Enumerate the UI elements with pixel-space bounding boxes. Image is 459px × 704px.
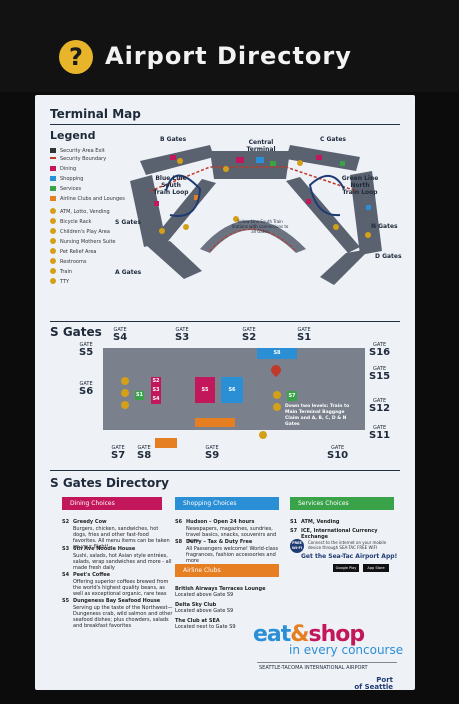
legend-item: Bicycle Rack — [50, 218, 91, 225]
train-icon — [273, 403, 281, 411]
restroom-icon — [121, 377, 129, 385]
wifi-icon: FREE Wi-Fi — [290, 539, 304, 553]
badge-s7: S7 — [287, 391, 297, 401]
security-exit-icon — [50, 148, 56, 153]
badge-s4: S4 — [151, 395, 161, 404]
map-label-b-gates: B Gates — [160, 136, 187, 143]
divider — [50, 470, 400, 471]
map-label-green-line: Green Line North Train Loop — [341, 175, 379, 196]
s-gates-title: S Gates — [50, 325, 102, 339]
map-label-d-gates: D Gates — [375, 253, 402, 260]
app-promo-text: Get the Sea-Tac Airport App! — [301, 553, 398, 560]
page-title: Airport Directory — [105, 42, 352, 70]
security-boundary-icon — [50, 157, 56, 159]
map-label-s-gates: S Gates — [115, 219, 141, 226]
legend-item: Shopping — [50, 176, 83, 182]
badge-s5: S5 — [195, 377, 215, 403]
header-bar: ? Airport Directory — [0, 0, 459, 92]
bicycle-icon — [50, 218, 56, 224]
legend-item: Nursing Mothers Suite — [50, 238, 116, 245]
atm-icon — [259, 431, 267, 439]
clubs-swatch-icon — [50, 196, 56, 201]
nursing-icon — [50, 238, 56, 244]
restroom-icon — [50, 258, 56, 264]
map-label-blue-line: Blue Line South Train Loop — [153, 175, 189, 196]
legend-item: Security Area Exit — [50, 148, 105, 154]
divider — [50, 124, 400, 125]
divider — [50, 321, 400, 322]
tty-icon — [50, 278, 56, 284]
badge-s3: S3 — [151, 386, 161, 395]
directory-panel: Terminal Map Legend Security Area Exit S… — [35, 95, 415, 691]
services-choices-header: Services Choices — [290, 497, 394, 510]
divider — [257, 662, 397, 663]
legend-item: Train — [50, 268, 72, 275]
pet-relief-icon — [50, 248, 56, 254]
badge-s6: S6 — [221, 377, 243, 403]
lounge-marker — [195, 418, 235, 427]
dining-swatch-icon — [50, 166, 56, 171]
terminal-map-title: Terminal Map — [50, 107, 141, 121]
atm-icon — [50, 208, 56, 214]
legend-item: Restrooms — [50, 258, 86, 265]
google-play-badge[interactable]: Google Play — [333, 564, 359, 572]
airport-name: SEATTLE-TACOMA INTERNATIONAL AIRPORT — [259, 665, 368, 671]
train-down-note: Down two levels: Train to Main Terminal … — [285, 404, 350, 427]
club-marker — [155, 438, 177, 448]
pet-relief-icon — [121, 401, 129, 409]
map-label-a-gates: A Gates — [115, 269, 142, 276]
eat-and-shop-logo: eat&shop — [253, 622, 365, 647]
legend-item: ATM, Lotto, Vending — [50, 208, 110, 215]
legend-item: Children's Play Area — [50, 228, 110, 235]
legend-item: Security Boundary — [50, 156, 106, 162]
badge-s2: S2 — [151, 377, 161, 386]
legend-item: Dining — [50, 166, 76, 172]
question-icon: ? — [59, 40, 93, 74]
directory-title: S Gates Directory — [50, 476, 169, 490]
airline-clubs-header: Airline Clubs — [175, 564, 279, 577]
services-swatch-icon — [50, 186, 56, 191]
play-area-icon — [50, 228, 56, 234]
legend-title: Legend — [50, 129, 96, 142]
shopping-choices-header: Shopping Choices — [175, 497, 279, 510]
legend-item: Pet Relief Area — [50, 248, 97, 255]
app-store-badge[interactable]: App Store — [363, 564, 389, 572]
dining-choices-header: Dining Choices — [62, 497, 162, 510]
map-label-central: Central Terminal — [246, 139, 276, 153]
map-label-c-gates: C Gates — [320, 136, 346, 143]
map-label-yellow-line: Yellow Line South Train Stations with co… — [231, 219, 289, 234]
terminal-map — [130, 145, 382, 285]
train-icon — [50, 268, 56, 274]
legend-item: Airline Clubs and Lounges — [50, 196, 125, 202]
nursing-icon — [121, 389, 129, 397]
escalator-icon — [273, 391, 281, 399]
map-label-n-gates: N Gates — [371, 223, 398, 230]
shopping-swatch-icon — [50, 176, 56, 181]
tagline: in every concourse — [289, 643, 404, 657]
badge-s8: S8 — [257, 348, 297, 359]
legend-item: TTY — [50, 278, 69, 285]
wifi-text: Connect to the internet on your mobile d… — [308, 540, 387, 550]
legend-item: Services — [50, 186, 81, 192]
badge-s1: S1 — [135, 391, 144, 400]
